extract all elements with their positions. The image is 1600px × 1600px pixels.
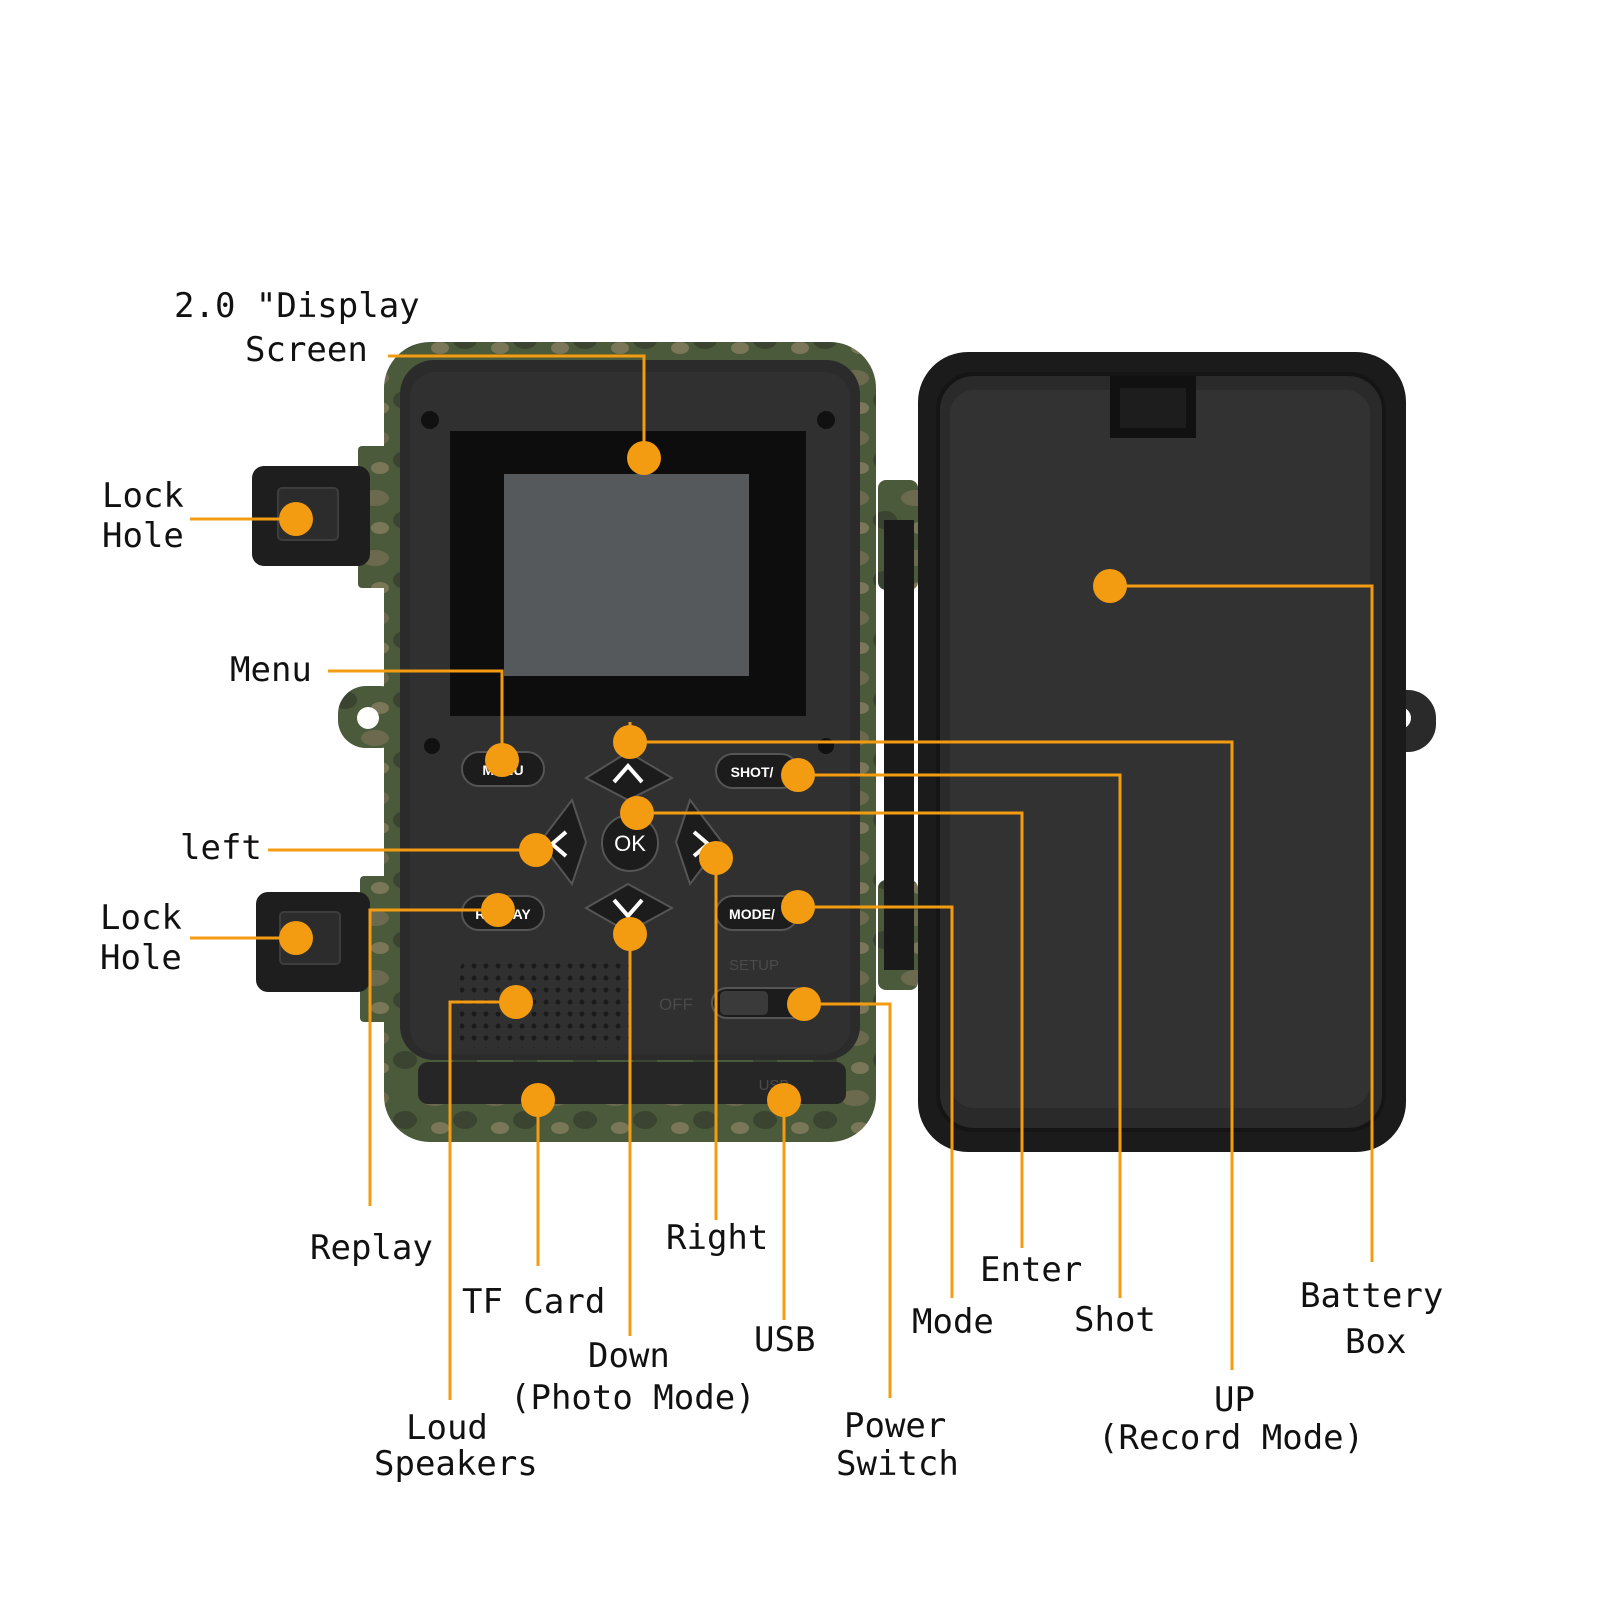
dot-replay — [481, 893, 515, 927]
label-replay: Replay — [310, 1228, 433, 1268]
dot-speaker — [499, 985, 533, 1019]
label-tf-card: TF Card — [462, 1282, 606, 1322]
dot-tf-card — [521, 1083, 555, 1117]
label-display-line2: Screen — [245, 330, 368, 370]
display-screen — [450, 431, 806, 716]
shot-button-text: SHOT/ — [731, 764, 774, 780]
label-enter: Enter — [980, 1250, 1083, 1290]
label-loud-speakers-line2: Speakers — [374, 1444, 538, 1484]
dot-display — [627, 441, 661, 475]
label-loud-speakers-line1: Loud — [406, 1408, 488, 1448]
label-display-line1: 2.0 "Display — [174, 286, 420, 326]
off-text: OFF — [659, 995, 693, 1014]
label-power-switch-line2: Switch — [836, 1444, 959, 1484]
mode-button-text: MODE/ — [729, 906, 775, 922]
dot-down — [613, 917, 647, 951]
dot-shot — [781, 758, 815, 792]
callout-lines — [190, 354, 1374, 1400]
battery-door — [918, 352, 1406, 1152]
dot-menu — [485, 743, 519, 777]
label-down-line1: Down — [588, 1336, 670, 1376]
setup-text: SETUP — [729, 957, 779, 974]
dot-left — [519, 833, 553, 867]
label-shot: Shot — [1074, 1300, 1156, 1340]
label-lock-hole-top-line1: Lock — [102, 476, 184, 516]
label-right: Right — [666, 1218, 769, 1258]
label-down-line2: (Photo Mode) — [510, 1378, 756, 1418]
lock-latch-top — [252, 446, 388, 588]
label-lock-hole-top-line2: Hole — [102, 516, 184, 556]
speaker-grill — [460, 960, 630, 1048]
dot-right — [699, 841, 733, 875]
label-left: left — [180, 828, 262, 868]
dot-enter — [620, 796, 654, 830]
label-lock-hole-bottom-line2: Hole — [100, 938, 182, 978]
dot-lock-bottom — [279, 921, 313, 955]
label-menu: Menu — [230, 650, 312, 690]
dot-usb — [767, 1083, 801, 1117]
hinge — [878, 480, 918, 990]
dot-mode — [781, 890, 815, 924]
label-up-line1: UP — [1214, 1380, 1255, 1420]
label-battery-line2: Box — [1345, 1322, 1407, 1362]
dot-lock-top — [279, 502, 313, 536]
dot-power — [787, 987, 821, 1021]
label-usb: USB — [754, 1320, 816, 1360]
ok-button-text: OK — [614, 831, 646, 856]
label-mode: Mode — [912, 1302, 994, 1342]
label-lock-hole-bottom-line1: Lock — [100, 898, 182, 938]
callout-dots — [279, 441, 1127, 1117]
label-battery-line1: Battery — [1300, 1276, 1444, 1316]
label-up-line2: (Record Mode) — [1098, 1418, 1365, 1458]
dot-battery — [1093, 569, 1127, 603]
label-power-switch-line1: Power — [844, 1406, 947, 1446]
dot-up — [613, 725, 647, 759]
